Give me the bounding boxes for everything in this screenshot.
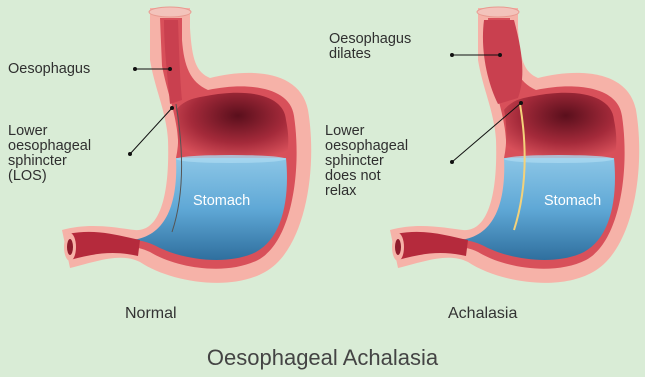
label-los-achalasia: Lower oesophageal sphincter does not rel… bbox=[325, 124, 408, 199]
label-oesophagus-achalasia: Oesophagus dilates bbox=[329, 32, 411, 62]
caption-achalasia: Achalasia bbox=[448, 305, 517, 323]
leader-los-normal bbox=[128, 106, 174, 156]
achalasia-stomach-illustration bbox=[390, 7, 639, 283]
label-oesophagus-normal: Oesophagus bbox=[8, 62, 90, 77]
page-title: Oesophageal Achalasia bbox=[0, 345, 645, 371]
caption-normal: Normal bbox=[125, 305, 177, 323]
organ-label-achalasia: Stomach bbox=[544, 193, 601, 209]
label-los-normal: Lower oesophageal sphincter (LOS) bbox=[8, 124, 91, 184]
normal-stomach-illustration bbox=[62, 7, 311, 283]
organ-label-normal: Stomach bbox=[193, 193, 250, 209]
